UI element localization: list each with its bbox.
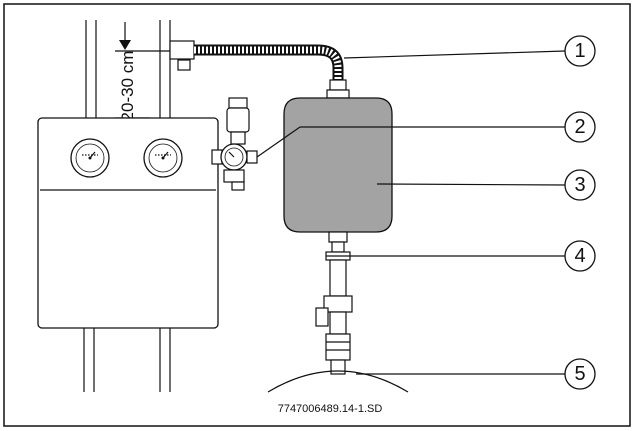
drain-line (315, 259, 353, 375)
flexible-hose (194, 44, 344, 80)
callout-1: 1 (564, 35, 596, 67)
safety-valve-group (211, 97, 258, 191)
pressure-gauge-left (70, 138, 110, 178)
callout-4: 4 (564, 240, 596, 272)
figure-code: 7747006489.14-1.SD (278, 403, 383, 415)
expansion-vessel (283, 97, 393, 233)
vessel-bottom-connector (328, 231, 348, 253)
callout-3: 3 (564, 169, 596, 201)
tee-fitting (169, 40, 195, 71)
callout-3-label: 3 (574, 174, 585, 196)
heating-unit (37, 117, 219, 329)
callout-5-label: 5 (574, 363, 585, 385)
callout-leaders (256, 50, 566, 375)
pipes-bottom (83, 328, 171, 392)
shut-off-valve (325, 251, 351, 261)
vessel-top-connector (326, 79, 350, 99)
supply-pipes-top (85, 20, 97, 120)
diagram-frame (3, 3, 631, 427)
callout-2: 2 (564, 111, 596, 143)
callout-5: 5 (564, 358, 596, 390)
callout-4-label: 4 (574, 245, 585, 267)
return-pipe-top (159, 20, 171, 120)
pressure-gauge-right (143, 138, 183, 178)
callout-2-label: 2 (574, 116, 585, 138)
dimension-label: 20-30 cm (118, 51, 137, 122)
collecting-canister (267, 370, 409, 393)
callout-1-label: 1 (574, 40, 585, 62)
